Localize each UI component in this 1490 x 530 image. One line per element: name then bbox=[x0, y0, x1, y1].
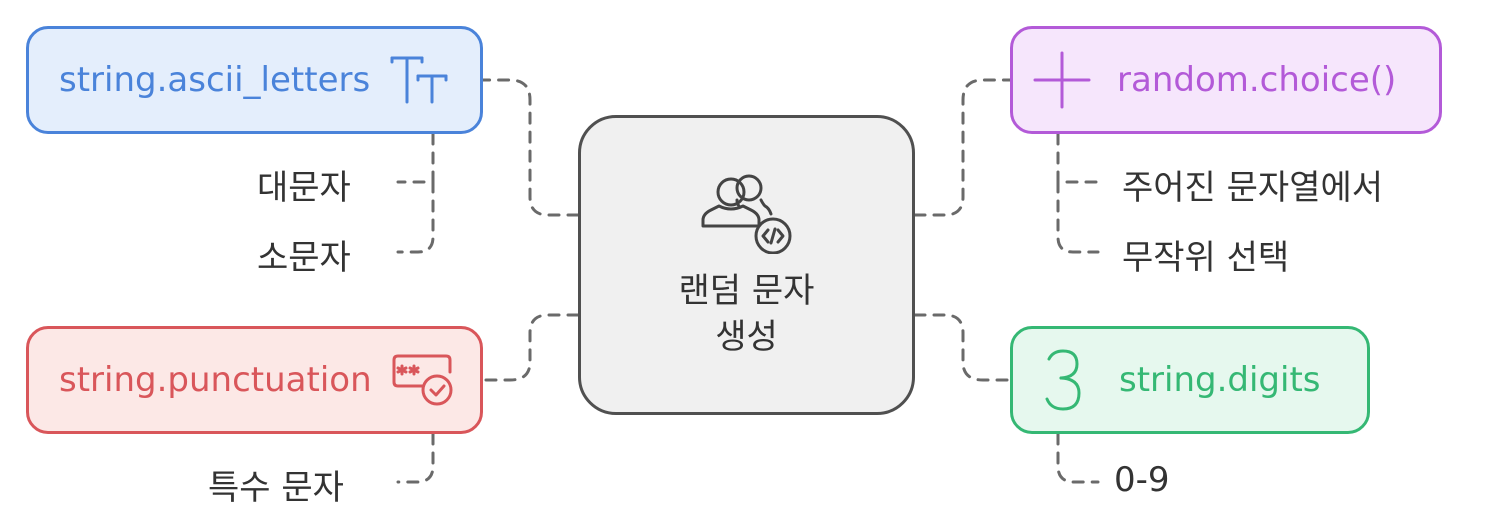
connector-center-choice bbox=[913, 78, 1012, 217]
connector-center-ascii bbox=[481, 78, 580, 217]
detail-choice-1: 주어진 문자열에서 bbox=[1122, 168, 1384, 208]
connector-ascii-lower bbox=[396, 180, 435, 254]
plus-icon bbox=[1033, 51, 1091, 109]
connector-ascii-upper bbox=[396, 132, 435, 184]
node-choice-label: random.choice() bbox=[1117, 60, 1397, 100]
password-check-icon bbox=[392, 352, 454, 408]
node-punctuation: string.punctuation bbox=[26, 326, 483, 434]
node-digits: string.digits bbox=[1010, 326, 1370, 434]
users-code-icon bbox=[697, 170, 797, 254]
connector-choice-1 bbox=[1056, 132, 1100, 184]
detail-special: 특수 문자 bbox=[208, 468, 344, 508]
detail-digits-range: 0-9 bbox=[1114, 460, 1170, 500]
detail-upper: 대문자 bbox=[257, 168, 351, 208]
node-choice: random.choice() bbox=[1010, 26, 1442, 134]
connector-choice-2 bbox=[1056, 180, 1100, 254]
detail-choice-2: 무작위 선택 bbox=[1122, 238, 1290, 278]
detail-lower: 소문자 bbox=[257, 238, 351, 278]
center-title-line1: 랜덤 문자 bbox=[678, 271, 815, 311]
connector-center-digits bbox=[913, 313, 1012, 382]
center-title: 랜덤 문자 생성 bbox=[679, 268, 815, 360]
node-punctuation-label: string.punctuation bbox=[59, 360, 372, 400]
center-title-line2: 생성 bbox=[715, 317, 778, 357]
node-digits-label: string.digits bbox=[1119, 360, 1321, 400]
text-size-icon bbox=[388, 50, 450, 110]
node-ascii-letters-label: string.ascii_letters bbox=[59, 60, 371, 100]
node-ascii-letters: string.ascii_letters bbox=[26, 26, 483, 134]
number-three-icon bbox=[1043, 349, 1083, 411]
connector-digits-range bbox=[1056, 432, 1100, 484]
center-node: 랜덤 문자 생성 bbox=[578, 115, 915, 415]
connector-center-punctuation bbox=[481, 313, 580, 382]
connector-punctuation-special bbox=[396, 432, 435, 484]
